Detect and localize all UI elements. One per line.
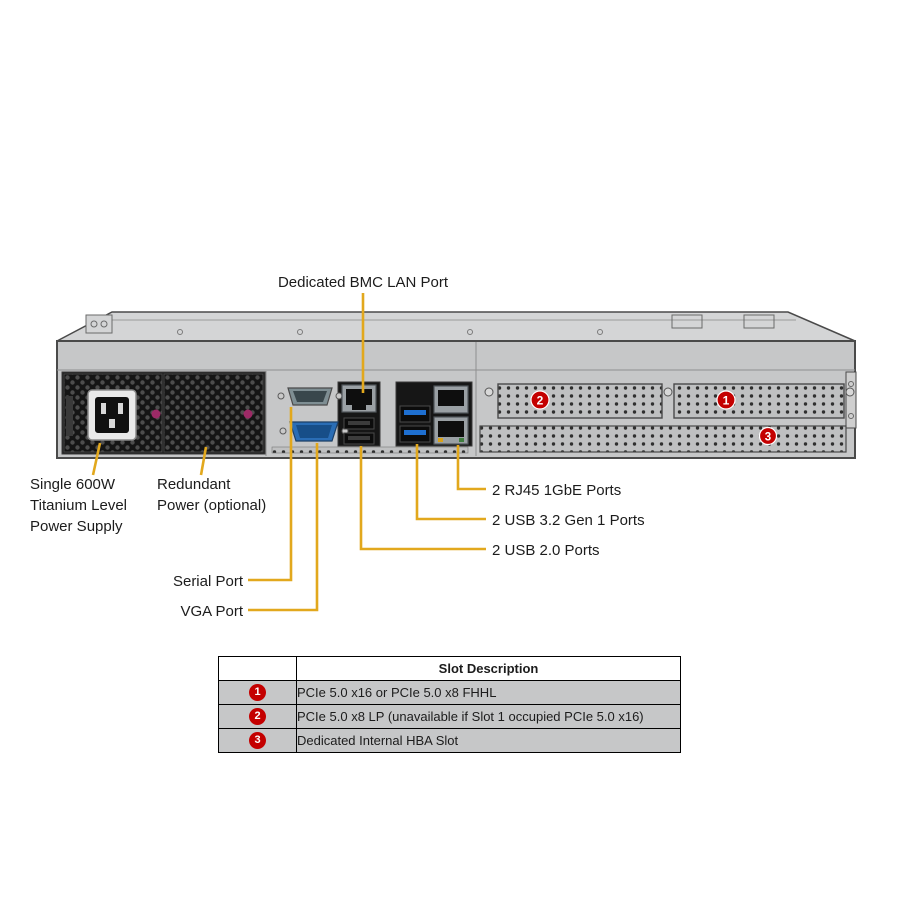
rj45-label: 2 RJ45 1GbE Ports — [492, 482, 622, 499]
slot2-description: PCIe 5.0 x8 LP (unavailable if Slot 1 oc… — [296, 704, 681, 729]
vga-port-label: VGA Port — [180, 603, 243, 620]
slot3-marker — [758, 426, 778, 446]
usb32-callout-line — [415, 444, 486, 521]
callout-lines — [91, 293, 486, 612]
usb2-ports — [343, 417, 375, 445]
slot3-badge: 3 — [249, 732, 266, 750]
table-header-num — [218, 656, 297, 681]
rj45-ports — [433, 385, 469, 445]
redundant-power-label: Redundant Power (optional) — [157, 476, 267, 514]
serial-callout-line — [248, 407, 293, 582]
slot3-description: Dedicated Internal HBA Slot — [296, 728, 681, 753]
psu-latch — [151, 409, 161, 419]
psu-callout-line — [91, 442, 102, 476]
slot3-marker-number: 3 — [765, 432, 771, 444]
table-row: 1 PCIe 5.0 x16 or PCIe 5.0 x8 FHHL — [218, 680, 681, 705]
slot-description-table: Slot Description 1 PCIe 5.0 x16 or PCIe … — [218, 656, 681, 753]
serial-port-label: Serial Port — [172, 573, 243, 590]
slot2-badge: 2 — [249, 708, 266, 726]
usb32-label: 2 USB 3.2 Gen 1 Ports — [492, 512, 645, 529]
slot2-marker-number: 2 — [537, 394, 544, 408]
lid-latch-cutout — [671, 314, 703, 329]
psu-latch — [243, 409, 253, 419]
slot-markers: 2 1 3 — [530, 390, 778, 446]
lid-latch-cutout — [743, 314, 775, 329]
chassis-lid — [56, 311, 856, 342]
pcie-slot2-bracket — [497, 383, 663, 419]
bmc-lan-port — [341, 384, 377, 413]
power-supply-section — [61, 371, 266, 455]
pcie-slot-section — [479, 383, 855, 453]
ac-inlet — [87, 389, 137, 441]
table-header-desc: Slot Description — [296, 656, 681, 681]
redundant-callout-line — [199, 446, 208, 476]
slot2-marker — [530, 390, 550, 410]
bottom-vent-strip — [479, 425, 847, 453]
right-ear — [845, 371, 857, 429]
slot1-description: PCIe 5.0 x16 or PCIe 5.0 x8 FHHL — [296, 680, 681, 705]
vga-port — [279, 421, 349, 442]
rear-io-section — [271, 381, 473, 454]
serial-port — [277, 387, 343, 406]
table-header-row: Slot Description — [218, 656, 681, 681]
slot-description-table-wrap: Slot Description 1 PCIe 5.0 x16 or PCIe … — [218, 656, 681, 753]
slot1-badge: 1 — [249, 684, 266, 702]
slot1-marker — [716, 390, 736, 410]
rj45-callout-line — [456, 445, 486, 491]
pcie-slot1-bracket — [673, 383, 845, 419]
usb20-callout-line — [359, 446, 486, 551]
table-row: 2 PCIe 5.0 x8 LP (unavailable if Slot 1 … — [218, 704, 681, 729]
vga-callout-line — [248, 443, 319, 612]
bmc-lan-label: Dedicated BMC LAN Port — [277, 274, 449, 291]
psu-label: Single 600W Titanium Level Power Supply — [30, 476, 127, 535]
io-vent-strip — [271, 446, 469, 454]
table-row: 3 Dedicated Internal HBA Slot — [218, 728, 681, 753]
left-rail-tab — [85, 314, 113, 334]
usb20-label: 2 USB 2.0 Ports — [492, 542, 600, 559]
slot1-marker-number: 1 — [723, 394, 730, 408]
usb3-ports — [399, 405, 431, 443]
psu-handle — [66, 396, 73, 436]
